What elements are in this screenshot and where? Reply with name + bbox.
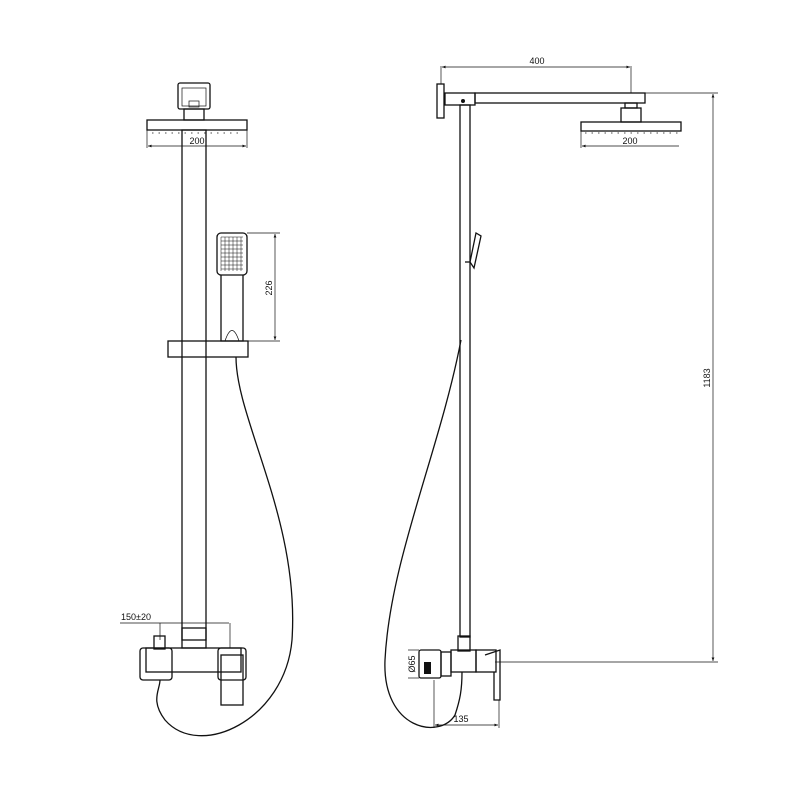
head-width-label: 200 xyxy=(189,136,204,146)
side-view: 400 200 1183 xyxy=(384,56,718,729)
arm-length-dimension: 400 xyxy=(440,56,632,93)
overhead-shower-head-front xyxy=(146,82,248,134)
hand-shower-height-dimension: 226 xyxy=(247,232,280,342)
head-width-dimension: 200 xyxy=(146,130,248,148)
hand-shower-height-label: 226 xyxy=(264,280,274,295)
side-head-width-label: 200 xyxy=(622,136,637,146)
valve-depth-dimension: 135 xyxy=(433,680,500,728)
front-view: 200 226 xyxy=(120,82,294,737)
hand-shower-side xyxy=(469,231,482,270)
riser-pipe-side xyxy=(459,104,471,638)
total-height-label: 1183 xyxy=(702,368,712,387)
slide-holder xyxy=(167,340,249,358)
overhead-shower-head-side xyxy=(580,102,682,134)
shower-arm-side xyxy=(436,83,646,119)
valve-spacing-label: 150±20 xyxy=(121,612,151,622)
valve-spacing-dimension: 150±20 xyxy=(120,612,231,648)
shower-hose-front xyxy=(156,356,294,737)
riser-pipe-front xyxy=(181,129,207,641)
side-head-width-dimension: 200 xyxy=(580,131,679,148)
arm-length-label: 400 xyxy=(529,56,544,66)
mixer-valve-front xyxy=(139,627,247,706)
valve-diameter-label: Ø65 xyxy=(407,655,417,672)
valve-diameter-dimension: Ø65 xyxy=(407,649,419,679)
mixer-valve-side xyxy=(418,635,501,701)
hand-shower-front xyxy=(216,232,248,342)
total-height-dimension: 1183 xyxy=(495,92,718,663)
shower-hose-side xyxy=(384,339,463,729)
valve-depth-label: 135 xyxy=(453,714,468,724)
